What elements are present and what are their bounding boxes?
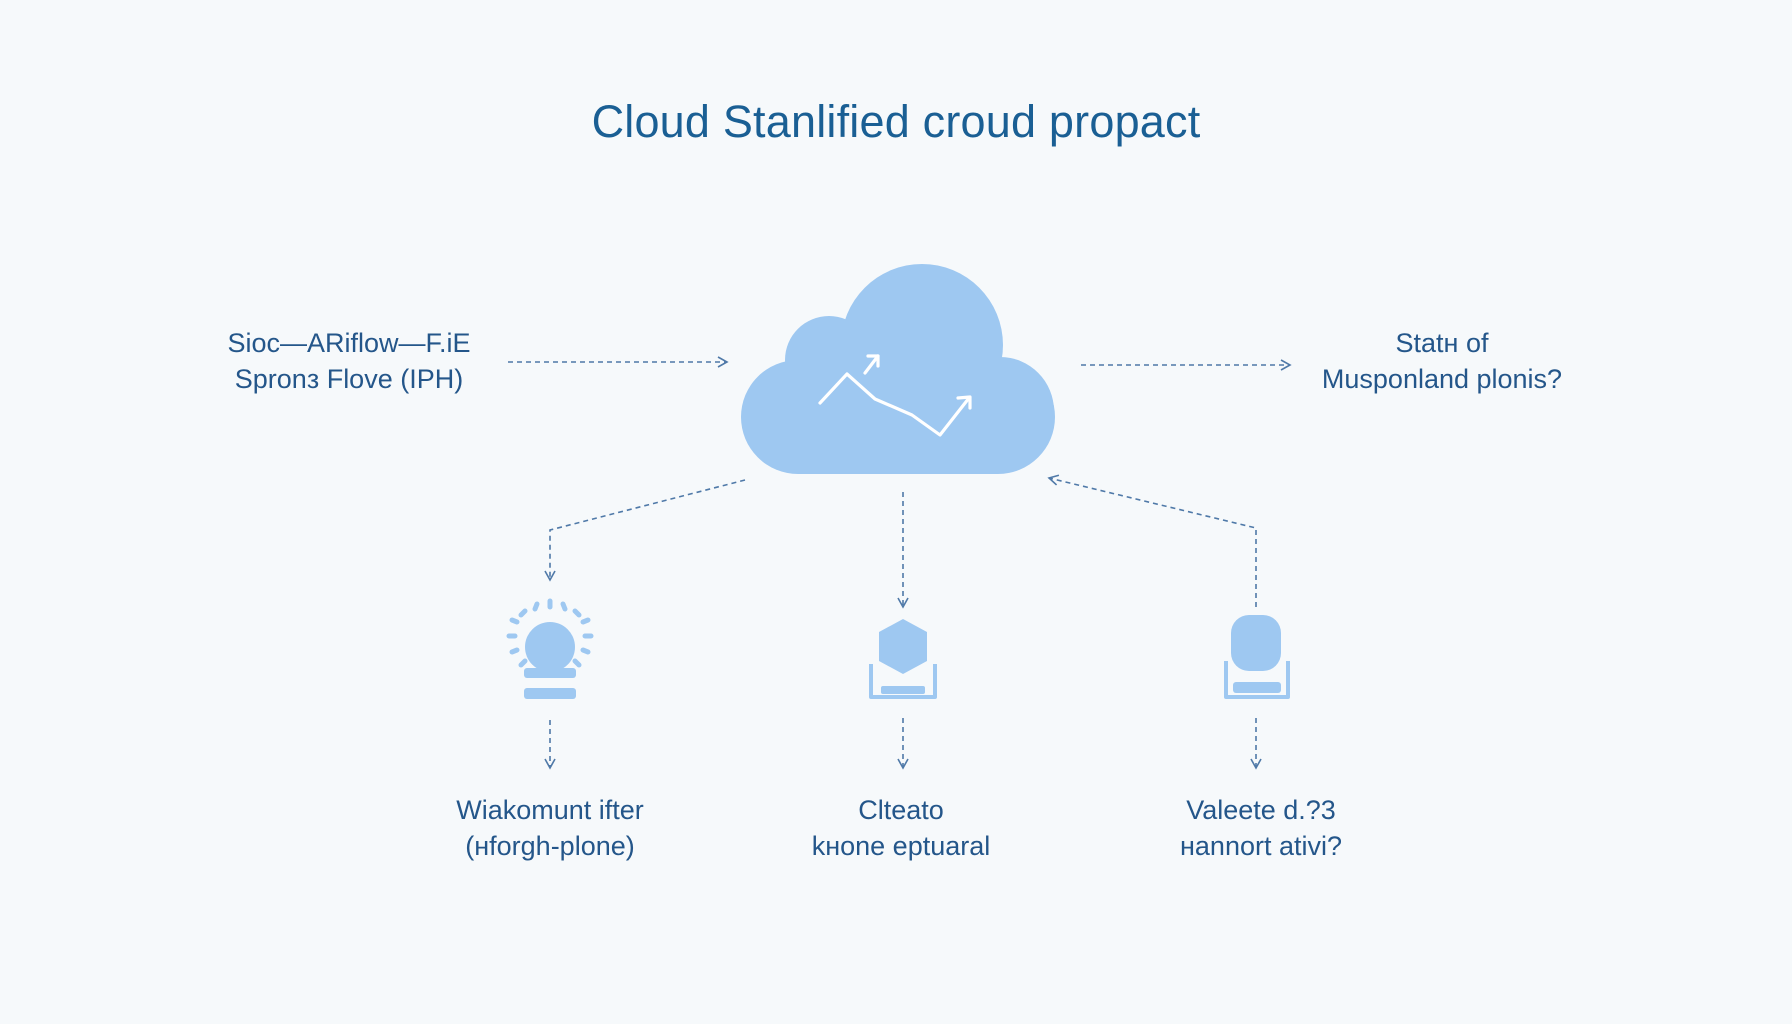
arrow-cloud-to-bottom-left: [544, 479, 746, 582]
label-bottom-left-line2: (нforgh-plone): [465, 831, 635, 861]
label-right-line2: Musponland plonis?: [1321, 364, 1563, 394]
label-right: Statн of Musponland plonis?: [1292, 325, 1592, 397]
arrow-bottom-right-to-cloud: [1047, 474, 1257, 607]
label-bottom-center: Clteato kнone eptuaral: [751, 792, 1051, 864]
label-left-line1: Sioc—ARiflow—F.iE: [227, 328, 471, 358]
database-icon: [1224, 615, 1290, 699]
label-left: Sioc—ARiflow—F.iE Spronз Flove (IPH): [199, 325, 499, 397]
diagram-title: Cloud Stanlified croud propact: [591, 96, 1201, 147]
label-bottom-right-line2: нannort ativi?: [1180, 831, 1342, 861]
label-bottom-right-line1: Valeete d.?3: [1186, 795, 1336, 825]
label-bottom-left: Wiakomunt ifter (нforgh-plone): [400, 792, 700, 864]
cloud-trend-icon: [741, 264, 1055, 474]
label-bottom-center-line1: Clteato: [858, 795, 944, 825]
label-left-line2: Spronз Flove (IPH): [234, 364, 464, 394]
label-bottom-right: Valeete d.?3 нannort ativi?: [1111, 792, 1411, 864]
label-right-line1: Statн of: [1395, 328, 1489, 358]
label-bottom-center-line2: kнone eptuaral: [811, 831, 991, 861]
label-bottom-left-line1: Wiakomunt ifter: [456, 795, 644, 825]
sensor-device-icon: [506, 598, 594, 699]
device-icon: [869, 619, 937, 699]
